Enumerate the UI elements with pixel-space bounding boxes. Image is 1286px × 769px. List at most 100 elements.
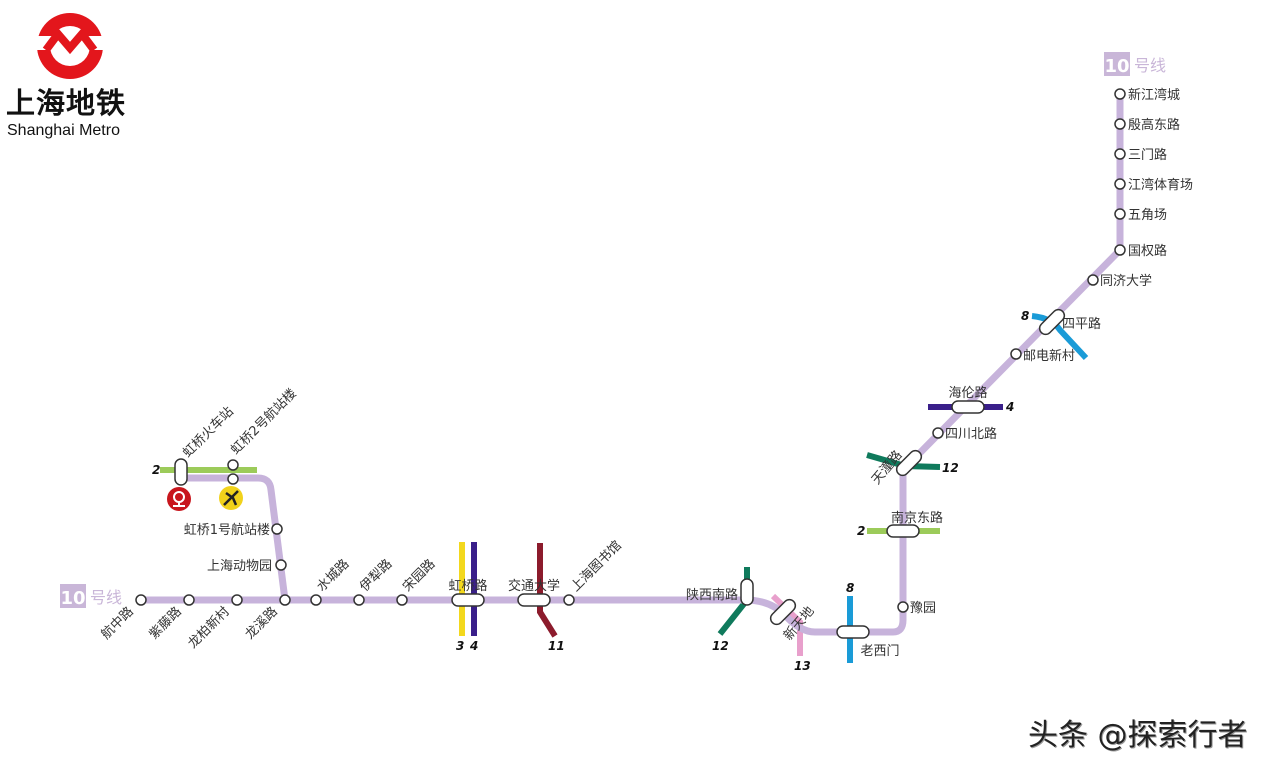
station-label: 江湾体育场 bbox=[1128, 177, 1193, 193]
station-17: 四川北路 bbox=[932, 426, 997, 442]
line13-label: 13 bbox=[794, 659, 811, 673]
interchange-marker bbox=[836, 625, 870, 639]
line-badge-number: 10 bbox=[60, 588, 85, 609]
line-badge-number: 10 bbox=[1104, 56, 1129, 77]
station-label: 新江湾城 bbox=[1128, 87, 1180, 103]
railway-station-icon bbox=[167, 487, 191, 511]
station-label: 上海图书馆 bbox=[568, 538, 625, 595]
station-label: 龙溪路 bbox=[242, 604, 281, 643]
station-label: 海伦路 bbox=[948, 385, 987, 401]
station-marker bbox=[183, 594, 195, 606]
line-badge-suffix: 号线 bbox=[1134, 56, 1166, 75]
station-marker bbox=[932, 427, 944, 439]
station-marker bbox=[396, 594, 408, 606]
line10-branch-track bbox=[180, 474, 289, 601]
station-label: 紫藤路 bbox=[146, 604, 185, 643]
line10-main-track bbox=[140, 94, 1124, 636]
line8-label: 8 bbox=[1021, 309, 1029, 323]
interchange-marker bbox=[886, 524, 920, 538]
line12-label: 12 bbox=[712, 639, 729, 653]
line12-label: 12 bbox=[942, 461, 959, 475]
logo-name-cn: 上海地铁 bbox=[6, 86, 127, 120]
station-marker bbox=[563, 594, 575, 606]
station-label: 上海动物园 bbox=[207, 559, 272, 574]
station-21: 同济大学 bbox=[1087, 273, 1152, 289]
station-26: 殷高东路 bbox=[1114, 117, 1180, 133]
station-10: 上海图书馆 bbox=[563, 538, 625, 606]
station-label: 虹桥火车站 bbox=[180, 404, 237, 461]
station-24: 江湾体育场 bbox=[1114, 177, 1193, 193]
station-label: 虹桥1号航站楼 bbox=[184, 522, 270, 538]
metro-logo-icon bbox=[26, 13, 114, 79]
line-badge-box bbox=[1104, 52, 1130, 76]
station-marker bbox=[1010, 348, 1022, 360]
station-9: 交通大学 bbox=[508, 578, 560, 607]
station-marker bbox=[897, 601, 909, 613]
interchange-marker bbox=[895, 449, 923, 477]
station-marker bbox=[310, 594, 322, 606]
airport-icon bbox=[219, 486, 243, 510]
line10-badge: 10 号线 bbox=[60, 584, 122, 609]
station-label: 陕西南路 bbox=[686, 587, 738, 603]
station-marker bbox=[271, 523, 283, 535]
station-marker bbox=[135, 594, 147, 606]
station-14: 豫园 bbox=[897, 601, 936, 616]
logo-name-en: Shanghai Metro bbox=[7, 122, 120, 139]
line-badge-suffix: 号线 bbox=[90, 588, 122, 607]
station-label: 龙柏新村 bbox=[185, 604, 233, 652]
station-8: 虹桥路 bbox=[448, 578, 488, 607]
station-28: 上海动物园 bbox=[207, 559, 287, 574]
station-marker bbox=[1114, 88, 1126, 100]
line2-label: 2 bbox=[152, 463, 160, 477]
station-label: 虹桥路 bbox=[448, 578, 487, 594]
line4-label: 4 bbox=[1005, 400, 1014, 414]
station-label: 殷高东路 bbox=[1128, 117, 1180, 133]
station-label: 水城路 bbox=[314, 556, 353, 595]
line-badge-box bbox=[60, 584, 86, 608]
station-marker bbox=[1114, 148, 1126, 160]
station-marker bbox=[1114, 208, 1126, 220]
station-25: 三门路 bbox=[1114, 147, 1167, 163]
line10-badge: 10 号线 bbox=[1104, 52, 1166, 77]
station-label: 虹桥2号航站楼 bbox=[228, 386, 300, 458]
line2-label: 2 bbox=[857, 524, 865, 538]
station-20: 四平路 bbox=[1038, 308, 1101, 336]
station-label: 交通大学 bbox=[508, 578, 560, 594]
station-11: 陕西南路 bbox=[686, 578, 754, 606]
station-marker bbox=[279, 594, 291, 606]
station-label: 国权路 bbox=[1128, 243, 1167, 259]
station-label: 豫园 bbox=[910, 601, 936, 616]
airport-icon-plane bbox=[223, 490, 239, 506]
railway-icon-mark bbox=[173, 502, 185, 507]
interchange-marker bbox=[951, 400, 985, 414]
station-marker bbox=[231, 594, 243, 606]
interchange-marker bbox=[740, 578, 754, 606]
station-label: 宋园路 bbox=[400, 556, 439, 595]
station-19: 邮电新村 bbox=[1010, 348, 1075, 364]
station-27: 新江湾城 bbox=[1114, 87, 1180, 103]
interchange-marker bbox=[451, 593, 485, 607]
interchange-marker bbox=[174, 458, 188, 486]
station-label: 南京东路 bbox=[891, 510, 943, 526]
interchange-marker bbox=[517, 593, 551, 607]
line8-label: 8 bbox=[846, 581, 854, 595]
station-marker bbox=[1114, 178, 1126, 190]
station-label: 五角场 bbox=[1128, 208, 1167, 223]
interchange-marker bbox=[1038, 308, 1066, 336]
station-label: 老西门 bbox=[860, 644, 899, 659]
station-marker bbox=[275, 559, 287, 571]
station-label: 伊犁路 bbox=[357, 556, 396, 595]
line11-segment bbox=[537, 543, 558, 638]
station-13: 老西门 bbox=[836, 625, 900, 659]
station-label: 三门路 bbox=[1128, 147, 1167, 163]
station-18: 海伦路 bbox=[948, 385, 988, 414]
station-marker bbox=[1114, 118, 1126, 130]
station-label: 四川北路 bbox=[945, 426, 997, 442]
station-marker bbox=[227, 459, 239, 471]
station-label: 航中路 bbox=[98, 604, 137, 643]
station-marker bbox=[1114, 244, 1126, 256]
watermark: 头条 @探索行者 bbox=[1028, 718, 1248, 753]
line4-label: 4 bbox=[469, 639, 478, 653]
railway-icon-bg bbox=[167, 487, 191, 511]
